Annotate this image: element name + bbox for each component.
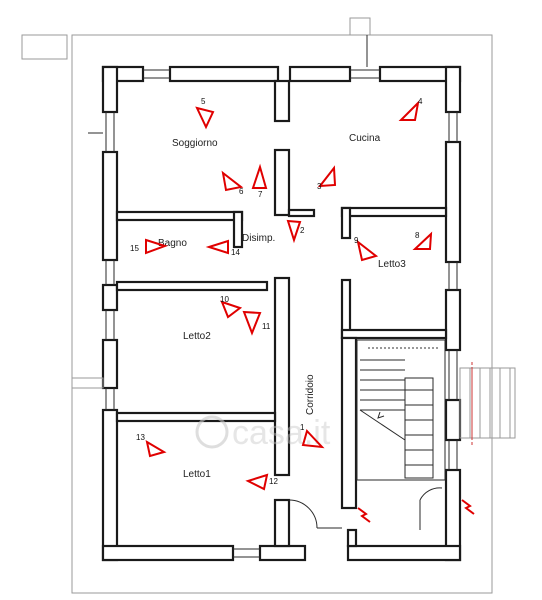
marker-triangle-icon (356, 239, 379, 262)
camera-marker: 11 (242, 310, 271, 336)
marker-number: 14 (231, 248, 240, 257)
room-label-soggiorno: Soggiorno (172, 138, 218, 149)
marker-triangle-icon (398, 100, 420, 121)
marker-triangle-icon (145, 238, 169, 255)
site-boundary (71, 34, 493, 594)
marker-triangle-icon (301, 429, 325, 449)
camera-marker: 14 (205, 239, 240, 257)
camera-marker: 13 (136, 433, 167, 458)
marker-triangle-icon (221, 170, 244, 192)
door-swings (288, 487, 443, 530)
balcony-left (71, 377, 104, 389)
exterior-walls (101, 65, 462, 562)
marker-triangle-icon (195, 106, 215, 130)
camera-markers: 1 2 3 4 5 6 7 8 (130, 97, 433, 491)
camera-marker: 12 (245, 473, 278, 491)
marker-number: 5 (201, 97, 206, 106)
camera-marker: 2 (286, 219, 305, 244)
marker-triangle-icon (145, 439, 167, 458)
marker-number: 13 (136, 433, 145, 442)
camera-marker: 10 (220, 295, 243, 319)
marker-triangle-icon (242, 310, 262, 336)
marker-number: 3 (317, 182, 322, 191)
marker-triangle-icon (412, 231, 433, 250)
marker-number: 9 (354, 236, 359, 245)
marker-number: 15 (130, 244, 139, 253)
camera-marker: 7 (251, 163, 268, 199)
marker-number: 7 (258, 190, 263, 199)
external-stair (459, 362, 516, 445)
marker-triangle-icon (205, 239, 229, 255)
marker-number: 4 (418, 97, 423, 106)
marker-triangle-icon (220, 300, 243, 319)
room-label-letto2: Letto2 (183, 331, 211, 342)
marker-triangle-icon (251, 163, 268, 189)
marker-number: 10 (220, 295, 229, 304)
balcony-top-left (21, 34, 68, 60)
camera-marker: 6 (221, 170, 244, 196)
marker-number: 11 (262, 322, 271, 331)
internal-staircase (356, 339, 446, 481)
camera-marker: 4 (398, 97, 423, 121)
camera-marker: 5 (195, 97, 215, 130)
room-label-letto3: Letto3 (378, 259, 406, 270)
chimney-top (349, 17, 371, 36)
marker-number: 1 (300, 423, 305, 432)
room-label-letto1: Letto1 (183, 469, 211, 480)
room-label-disimp: Disimp. (242, 233, 275, 244)
room-label-bagno: Bagno (158, 238, 187, 249)
camera-marker: 3 (317, 165, 337, 191)
marker-number: 6 (239, 187, 244, 196)
marker-number: 12 (269, 477, 278, 486)
marker-triangle-icon (245, 473, 269, 491)
windows (88, 35, 458, 558)
marker-number: 2 (300, 226, 305, 235)
marker-number: 8 (415, 231, 420, 240)
marker-triangle-icon (317, 165, 337, 188)
room-label-corridoio: Corridoio (305, 374, 316, 415)
electric-symbols (357, 499, 475, 523)
camera-marker: 15 (130, 238, 169, 255)
camera-marker: 9 (354, 236, 379, 262)
interior-walls (115, 79, 448, 548)
camera-marker: 8 (412, 231, 433, 250)
marker-triangle-icon (286, 219, 302, 244)
camera-marker: 1 (300, 423, 325, 449)
room-label-cucina: Cucina (349, 133, 381, 144)
